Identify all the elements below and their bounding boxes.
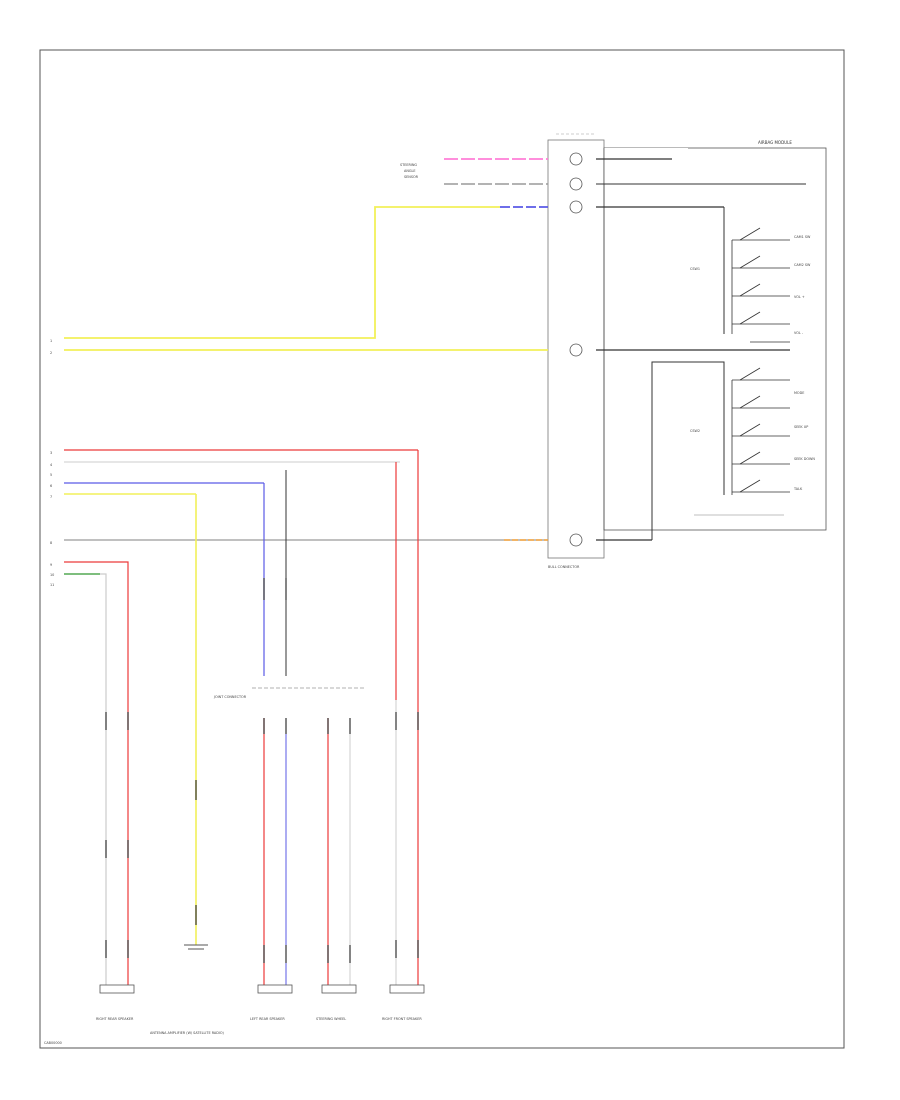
svg-text:2: 2 — [50, 351, 52, 355]
right-module-title: AIRBAG MODULE — [758, 140, 792, 145]
svg-text:5: 5 — [50, 473, 52, 477]
connector-terminals — [569, 152, 583, 547]
sw-connector — [321, 984, 357, 994]
switch-label-7: SEEK DOWN — [794, 457, 815, 461]
svg-text:9: 9 — [50, 563, 52, 567]
speaker-label-rr: RIGHT REAR SPEAKER — [96, 1017, 134, 1021]
switch-label-5: MODE — [794, 391, 804, 395]
switch-label-3: VOL + — [794, 295, 805, 299]
switch-label-6: SEEK UP — [794, 425, 808, 429]
rf-speaker-connector — [389, 984, 425, 994]
footer-label: CAB00000 — [44, 1041, 62, 1045]
switch-group-label-2: CSW2 — [690, 429, 700, 433]
svg-text:6: 6 — [50, 484, 52, 488]
svg-text:7: 7 — [50, 495, 52, 499]
svg-text:10: 10 — [50, 573, 54, 577]
speaker-label-rf: RIGHT FRONT SPEAKER — [382, 1017, 422, 1021]
switch-label-2: CAM2 SW — [794, 263, 811, 267]
switch-group-label-1: CSW1 — [690, 267, 700, 271]
speaker-label-antenna: ANTENNA AMPLIFIER (W/ SATELLITE RADIO) — [150, 1031, 225, 1035]
right-switch-module — [603, 147, 827, 531]
switch-label-1: CAM1 SW — [794, 235, 811, 239]
diagram-frame — [39, 49, 845, 1049]
svg-text:3: 3 — [50, 451, 52, 455]
svg-text:8: 8 — [50, 541, 52, 545]
svg-text:ANGLE: ANGLE — [404, 169, 416, 173]
svg-text:1: 1 — [50, 339, 52, 343]
svg-text:STEERING: STEERING — [400, 163, 417, 167]
left-terminals: 1 2 3 4 5 6 7 8 9 10 11 — [50, 339, 54, 587]
wire-rr-red — [64, 561, 129, 985]
svg-text:11: 11 — [50, 583, 54, 587]
aux-label: STEERING WHEEL — [316, 1017, 346, 1021]
junction-label: JOINT CONNECTOR — [213, 695, 247, 699]
switch-group-2 — [731, 367, 790, 495]
wire-yellow-top — [374, 206, 500, 334]
svg-text:SENSOR: SENSOR — [404, 175, 419, 179]
rr-speaker-connector — [99, 984, 135, 994]
wire-rr-gray — [64, 573, 107, 985]
switch-label-8: TALK — [793, 487, 803, 491]
lr-speaker-connector — [257, 984, 293, 994]
speaker-label-lr: LEFT REAR SPEAKER — [250, 1017, 285, 1021]
wire-yellow-main — [64, 334, 376, 339]
switch-group-1 — [731, 227, 790, 343]
rear-connector-label: BULL CONNECTOR — [548, 565, 580, 569]
svg-text:4: 4 — [50, 463, 52, 467]
switch-label-4: VOL - — [794, 331, 804, 335]
